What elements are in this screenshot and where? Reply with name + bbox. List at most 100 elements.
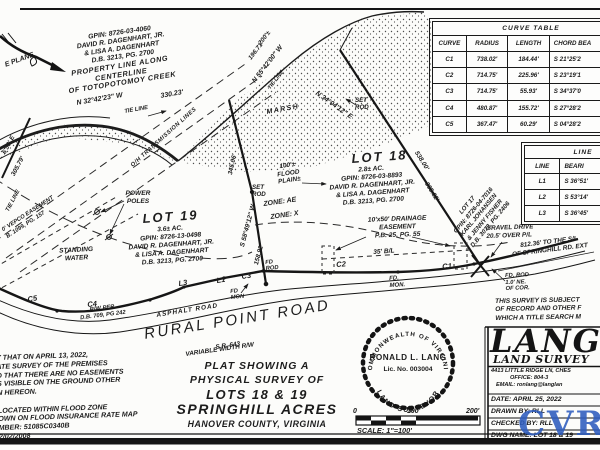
plat-title-line5: HANOVER COUNTY, VIRGINIA [187,419,327,429]
line-cell: L1 [538,178,546,185]
lot18-owner-block: 2.8± AC. GPIN: 8726-03-8893 DAVID R. DAG… [329,164,416,207]
corner-x-mark [470,254,490,278]
power-pole-symbols [92,208,114,241]
line-table-row: L2 S 53°14' [525,189,600,205]
scale-tick-0: 0 [353,408,357,415]
line-table-title: LINE [573,148,593,156]
plat-title-line1: PLAT SHOWING A [204,360,310,372]
curve-cell: 184.44' [507,52,549,68]
firm-address: 4413 LITTLE RIDGE LN, CHES [491,368,571,374]
road-lines [0,237,596,335]
curve-cell: 55.93' [507,84,549,100]
curve-table-header: CHORD BEA [548,36,600,51]
titleblock-dwg-name: DWG NAME: LOT 18 & 19 [491,432,573,439]
found-rod-label-1: FD ROD [265,259,279,273]
firm-office-phone: OFFICE: 804-3 [510,375,549,381]
line-table-header: LINE [535,162,550,170]
curve-cell: S 21°25'2 [548,52,600,68]
titleblock-rules [484,326,600,438]
drainage-easement-label: 10'x50' DRAINAGE EASEMENT P.B. 25, PG. 5… [367,214,427,240]
curve-label-c3: C3 [240,270,252,281]
curve-table-row: C3 714.75' 55.93' S 34°37'0 [433,83,600,100]
creek-lines [0,10,425,166]
curve-cell: 225.96' [507,68,549,84]
curve-label-c1: C1 [441,261,453,271]
line-table-row: L3 S 36°45' [525,205,600,221]
found-mon-label-1: FD MON [230,288,245,302]
power-poles-label: POWER POLES [125,190,151,205]
curve-table-title: CURVE TABLE [502,25,560,32]
curve-cell: 155.72' [507,100,549,116]
curve-label-c5: C5 [26,293,38,304]
firm-type: LAND SURVEY [493,353,590,366]
found-mon-label-2: FD. MON. [389,275,406,289]
curve-table-row: C1 738.02' 184.44' S 21°25'2 [433,51,600,68]
scale-tick-100: 100' [407,408,421,415]
subject-note: THIS SURVEY IS SUBJECT OF RECORD AND OTH… [495,296,582,322]
plat-title-line4: SPRINGHILL ACRES [176,401,338,417]
scale-label: SCALE: 1"=100' [357,426,412,435]
line-label-l3: L3 [177,277,188,288]
lot-boundaries [1,27,490,287]
curve-cell: S 23°19'1 [548,68,600,84]
titleblock-date: DATE: APRIL 25, 2022 [491,396,562,403]
curve-cell: 480.87' [465,100,508,116]
vepco-easement-lines [0,195,139,290]
curve-cell: S 27°28'2 [548,100,600,116]
curve-cell: C5 [445,120,454,128]
plat-title-line3: LOTS 18 & 19 [206,387,308,402]
line-cell: L3 [538,210,546,217]
set-rod-label-1: SET ROD [355,97,369,111]
seal-license-number: Lic. No. 003004 [383,366,433,373]
line-table-header: BEARI [559,159,600,173]
line-cell: L2 [538,194,546,201]
lot19-owner-block: 3.6± AC. GPIN: 8726-13-0498 DAVID R. DAG… [128,224,215,267]
curve-cell: 60.29' [507,116,549,132]
found-rod-ne-label: FD. ROD 1.0' NE. OF COR. [505,272,530,293]
curve-table-header: CURVE [438,40,461,47]
curve-table-row: C5 367.47' 60.29' S 04°28'2 [433,115,600,132]
line-table-row: L1 S 36°51' [525,173,600,189]
line-cell: S 36°51' [559,174,600,189]
road-edge-1 [0,250,586,322]
curve-cell: C3 [445,88,454,96]
line-cell: S 53°14' [559,190,600,205]
plat-title-line2: PHYSICAL SURVEY OF [189,374,325,386]
scale-bar: 0 100' 200' [353,408,481,426]
curve-table-header: RADIUS [465,36,508,51]
curve-table-row: C2 714.75' 225.96' S 23°19'1 [433,67,600,84]
curve-cell: 738.02' [465,52,508,68]
zone-and-easement-dashed [0,181,511,275]
curve-cell: C4 [445,104,454,112]
leader-arrows [100,98,595,294]
curve-cell: 367.47' [465,116,508,132]
curve-cell: 714.75' [465,68,508,84]
curve-cell: C1 [445,56,454,64]
marsh-area [178,12,462,172]
certification-text: Y THAT ON APRIL 13, 2022, ATE SURVEY OF … [0,350,138,441]
road-edge-2 [0,259,596,335]
titleblock-checked-by: CHECKED BY: RLL [491,420,553,427]
curve-cell: C2 [445,72,454,80]
line-table: LINE LINE BEARI L1 S 36°51' L2 S 53°14' … [520,141,600,226]
curve-cell: S 04°28'2 [548,116,600,132]
line-label-l1: L1 [215,274,226,285]
curve-cell: S 34°37'0 [548,84,600,100]
firm-email: EMAIL: ronlang@langlan [496,382,563,388]
curve-label-c2: C2 [335,259,347,269]
gravel-drive-label: GRAVEL DRIVE 20.5' OVER P/L [486,223,534,240]
seal-surveyor-name: RONALD L. LANG [369,353,447,362]
transmission-dashed-lines [0,61,277,273]
titleblock-drawn-by: DRAWN BY: RLL [491,408,545,415]
building-line-label: 35' B/L [373,247,395,256]
north-arrow [0,32,66,72]
line-cell: S 36°45' [559,206,600,221]
cvr-watermark: CVR [518,404,600,444]
scale-tick-200: 200' [465,408,480,415]
set-rod-label-2: SET ROD [252,184,266,198]
firm-logo: LANG [490,322,600,360]
curve-table: CURVE TABLE CURVE RADIUS LENGTH CHORD BE… [428,17,600,137]
standing-water-label: STANDING WATER [59,245,94,263]
